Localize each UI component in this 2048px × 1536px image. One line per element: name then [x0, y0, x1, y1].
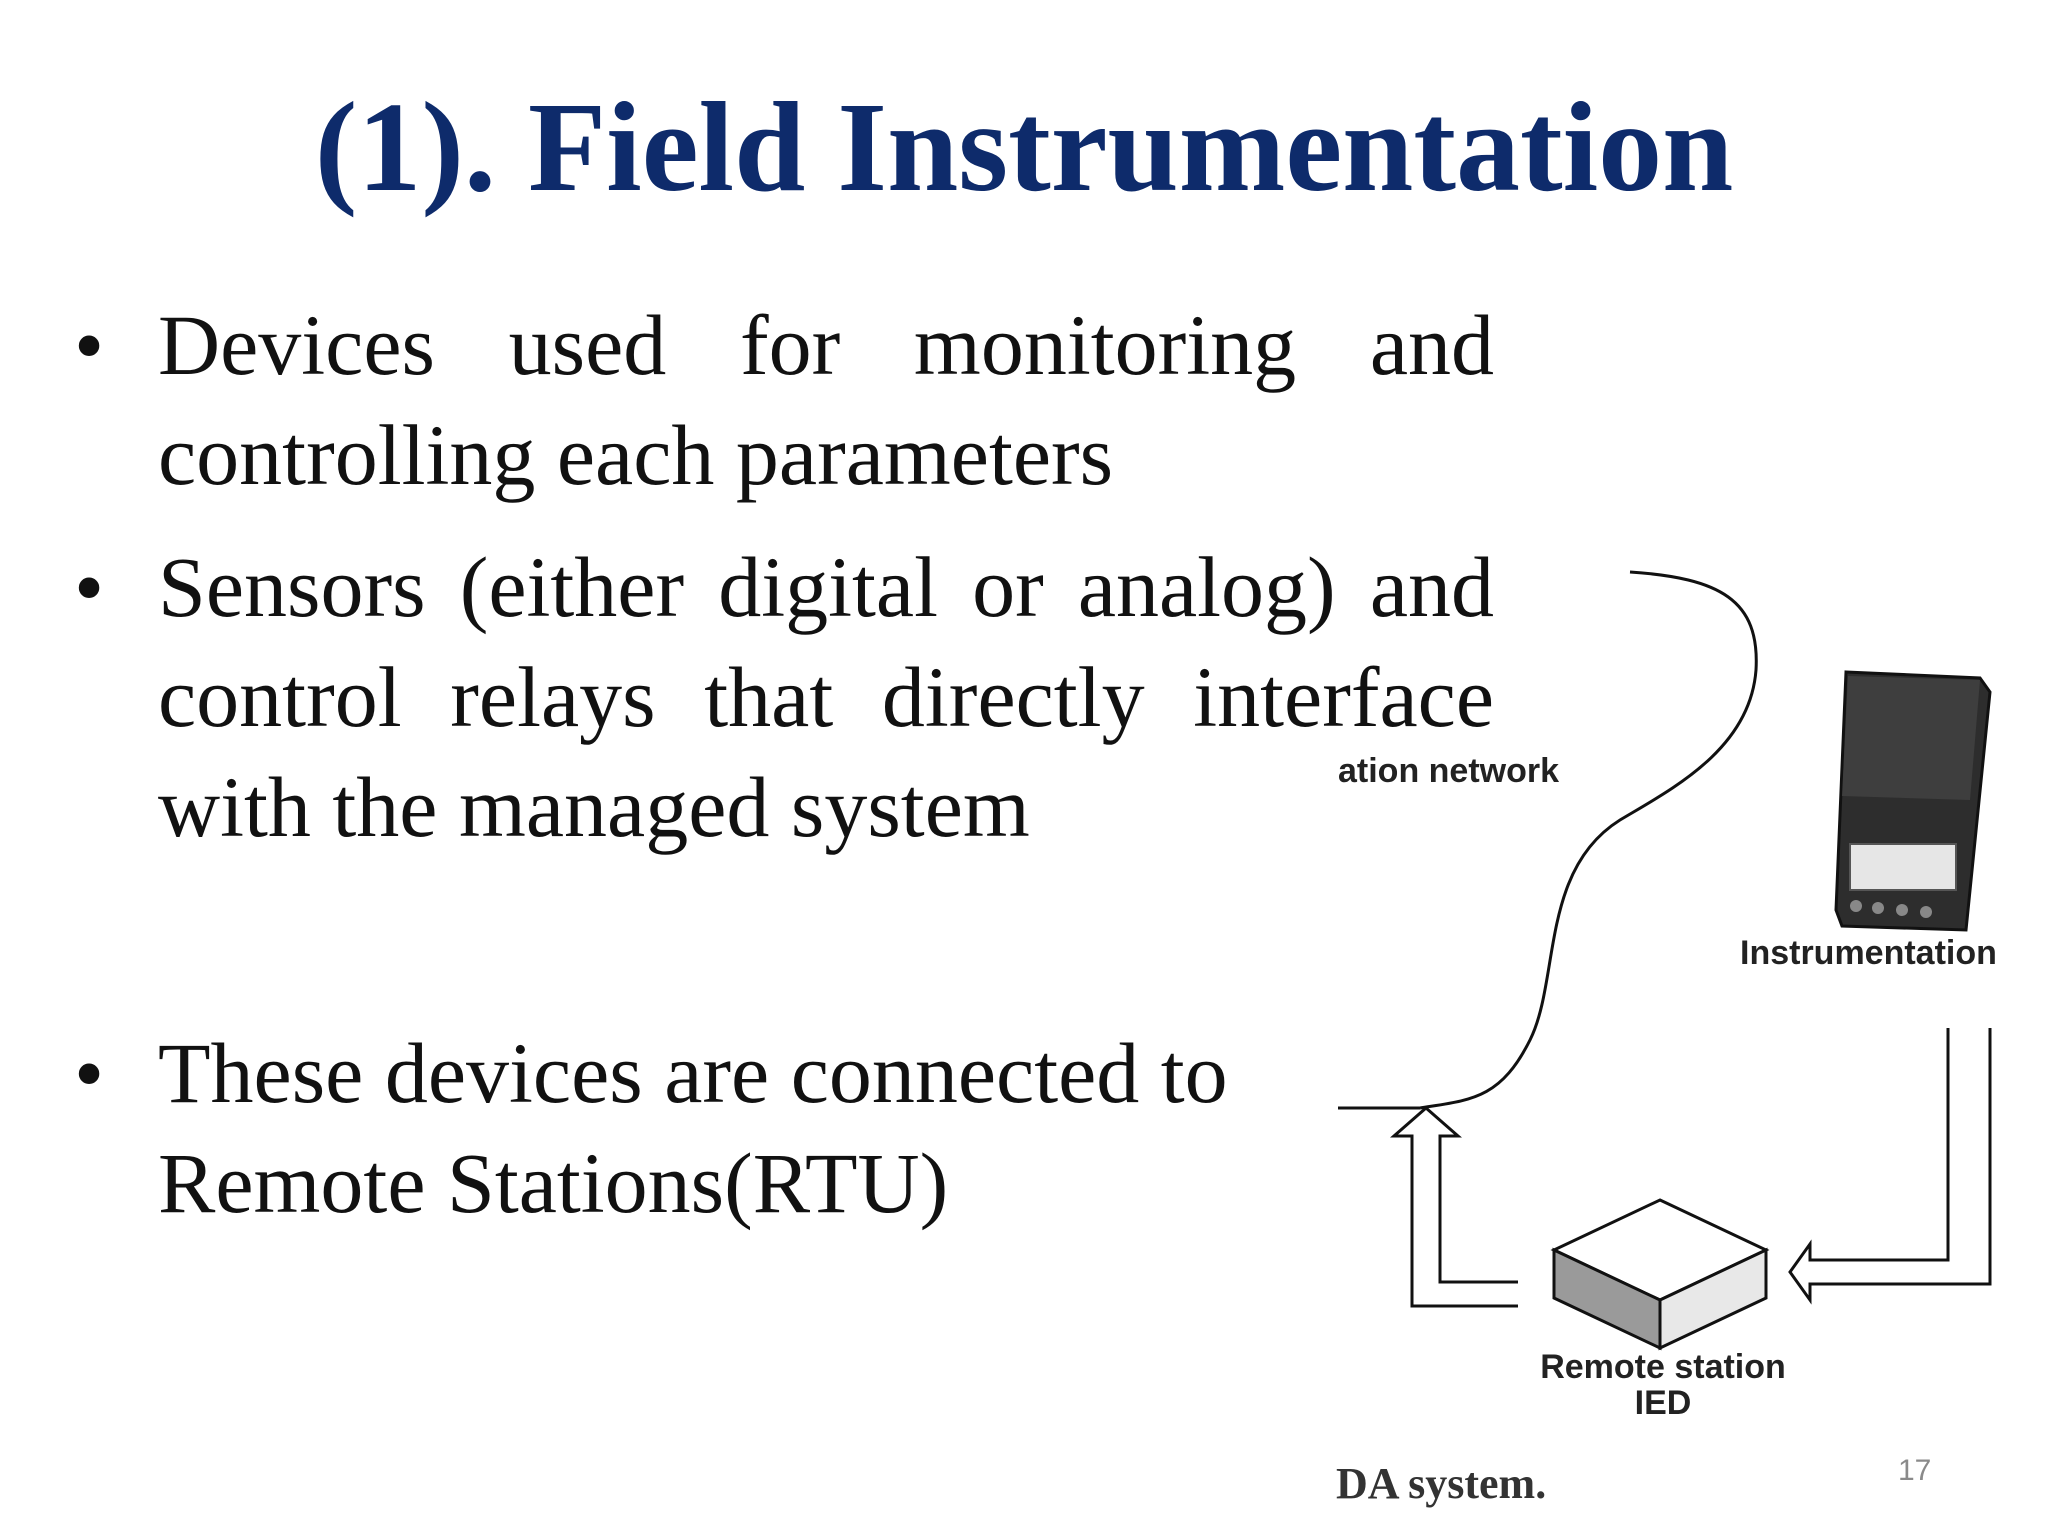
instrumentation-label: Instrumentation [1740, 934, 1997, 972]
network-label: ation network [1338, 752, 1560, 790]
bullet-marker: • [74, 1025, 105, 1121]
ied-label: IED [1634, 1384, 1692, 1422]
slide-title: (1). Field Instrumentation [314, 76, 1734, 218]
bullet-text: Sensors (either digital or analog) and c… [158, 539, 1494, 855]
bullet-marker: • [74, 539, 105, 635]
remote-station-box-icon [1550, 1198, 1770, 1351]
instrumentation-device-icon [1834, 670, 1992, 932]
bullet-text: These devices are connected to Remote St… [158, 1025, 1228, 1231]
rtu-to-network-arrow [1390, 1106, 1518, 1308]
remote-station-label: Remote station [1540, 1348, 1786, 1386]
page-number: 17 [1898, 1454, 1932, 1487]
diagram-graphics [1338, 570, 1992, 1351]
scada-diagram: ation network Instrumentation Remote sta… [1290, 560, 2048, 1536]
bullet-text: Devices used for monitoring and controll… [158, 297, 1494, 503]
diagram-caption: DA system. [1336, 1459, 1547, 1508]
network-cable [1419, 570, 1758, 1110]
instrument-to-rtu-arrow [1788, 1028, 1992, 1305]
bullet-marker: • [74, 297, 105, 393]
